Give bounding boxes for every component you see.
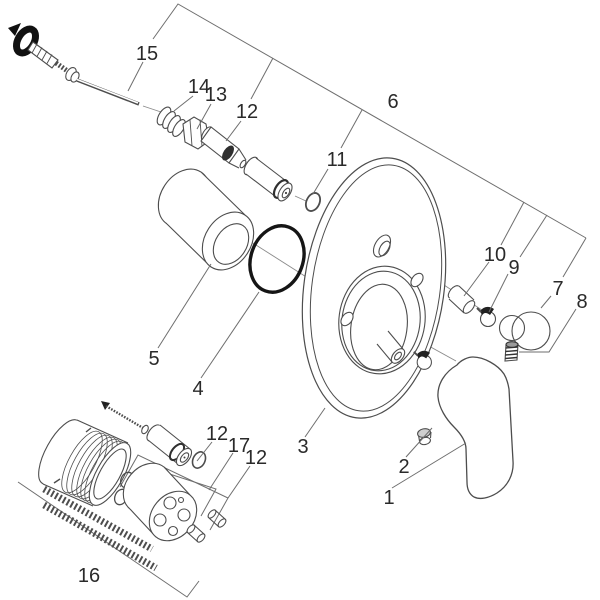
callout-label-5: 5 bbox=[148, 348, 159, 370]
part-9-clip bbox=[476, 306, 497, 328]
leader-part-11 bbox=[312, 168, 329, 195]
rod-shaft-hilite bbox=[76, 78, 139, 104]
leader-part-14 bbox=[173, 95, 194, 112]
rod-spline bbox=[27, 41, 59, 69]
set-branch-part-11 bbox=[340, 109, 363, 149]
extension-cup bbox=[38, 419, 132, 507]
set-branch-part-10 bbox=[500, 201, 525, 246]
leader-part-10 bbox=[463, 261, 490, 297]
leader-part-12 bbox=[196, 441, 213, 462]
callout-label-7: 7 bbox=[552, 278, 563, 300]
part-1-handle bbox=[437, 356, 514, 500]
part-3-escutcheon bbox=[301, 157, 447, 419]
callout-label-3: 3 bbox=[297, 436, 308, 458]
extension-adapter bbox=[122, 462, 198, 542]
threaded-rod-1 bbox=[42, 485, 154, 553]
leader-part-4 bbox=[200, 291, 260, 379]
callout-label-16: 16 bbox=[78, 565, 100, 587]
callout-label-8: 8 bbox=[576, 291, 587, 313]
leader-part-7 bbox=[540, 295, 552, 309]
plate-stub-body bbox=[376, 330, 404, 363]
part-2-plug bbox=[417, 428, 432, 446]
set-branch-part-9 bbox=[519, 214, 548, 258]
callout-label-10: 10 bbox=[484, 244, 506, 266]
leader-part-12 bbox=[227, 465, 251, 499]
plate-ring-mid bbox=[341, 270, 421, 372]
part-11-o-ring bbox=[304, 192, 322, 212]
callout-label-12: 12 bbox=[245, 447, 267, 469]
leader-part-5 bbox=[157, 263, 212, 349]
threaded-rod-2 bbox=[42, 501, 158, 572]
leader-part-12 bbox=[225, 120, 242, 142]
part-15-adjusting-rod bbox=[8, 23, 140, 106]
rod-tip bbox=[8, 23, 21, 36]
part-10-pin bbox=[447, 285, 476, 314]
group-marker-bracket_16 bbox=[17, 481, 200, 598]
set-branch-part-12 bbox=[250, 57, 274, 100]
rod-spline-hatch bbox=[31, 43, 53, 64]
plate-top-hole-inner bbox=[378, 240, 391, 257]
leader-part-13 bbox=[196, 103, 212, 130]
callout-label-17: 17 bbox=[228, 435, 250, 457]
plate-top-hole bbox=[372, 234, 392, 258]
leader-part-15 bbox=[127, 61, 144, 92]
plate-stub-bore bbox=[393, 351, 403, 361]
plate-lug-left bbox=[340, 311, 354, 327]
callout-label-11: 11 bbox=[327, 149, 348, 171]
callout-label-14: 14 bbox=[188, 76, 210, 98]
part-16-extension-set bbox=[38, 401, 227, 572]
leader-part-8 bbox=[519, 308, 577, 353]
callout-label-6: 6 bbox=[387, 91, 398, 113]
leader-part-17 bbox=[208, 452, 234, 491]
extension-pin-1 bbox=[186, 524, 206, 543]
callout-label-2: 2 bbox=[398, 456, 409, 478]
cup-tick-marks bbox=[53, 427, 92, 484]
callout-label-13: 13 bbox=[205, 84, 227, 106]
part-5-sleeve bbox=[157, 168, 255, 271]
extension-pin-2 bbox=[207, 509, 227, 528]
callout-label-12: 12 bbox=[236, 101, 258, 123]
leader-part-2 bbox=[405, 427, 433, 458]
extension-screw bbox=[101, 401, 149, 435]
leader-lines bbox=[127, 57, 587, 499]
callout-label-12: 12 bbox=[206, 423, 228, 445]
clip-lower bbox=[413, 350, 432, 370]
assembly-axis-2 bbox=[294, 195, 307, 202]
part-12-plunger bbox=[243, 156, 293, 202]
part-14-washer-stack bbox=[156, 106, 186, 137]
rod-thread bbox=[54, 60, 71, 75]
set-branch-part-7 bbox=[562, 237, 587, 278]
assembly-axis-1 bbox=[142, 105, 162, 113]
part-12-spindle bbox=[200, 126, 249, 170]
part-4-o-ring bbox=[248, 224, 306, 294]
leader-part-3 bbox=[304, 407, 326, 438]
basic-set-line bbox=[152, 3, 587, 239]
callout-label-1: 1 bbox=[383, 487, 394, 509]
part-8-grub-screw bbox=[504, 341, 519, 362]
extension-o-ring-12 bbox=[191, 451, 207, 469]
plate-ring-opening bbox=[350, 283, 408, 371]
leader-part-1 bbox=[391, 442, 467, 489]
extension-spindle bbox=[146, 424, 193, 467]
spindle-dark-band bbox=[222, 145, 234, 161]
part-7-cap bbox=[498, 311, 551, 351]
callout-label-9: 9 bbox=[508, 257, 519, 279]
parts-layer bbox=[8, 23, 551, 572]
callout-label-4: 4 bbox=[192, 378, 203, 400]
plate-lug-top bbox=[410, 272, 424, 288]
callout-label-15: 15 bbox=[136, 43, 158, 65]
leader-part-9 bbox=[488, 273, 509, 313]
